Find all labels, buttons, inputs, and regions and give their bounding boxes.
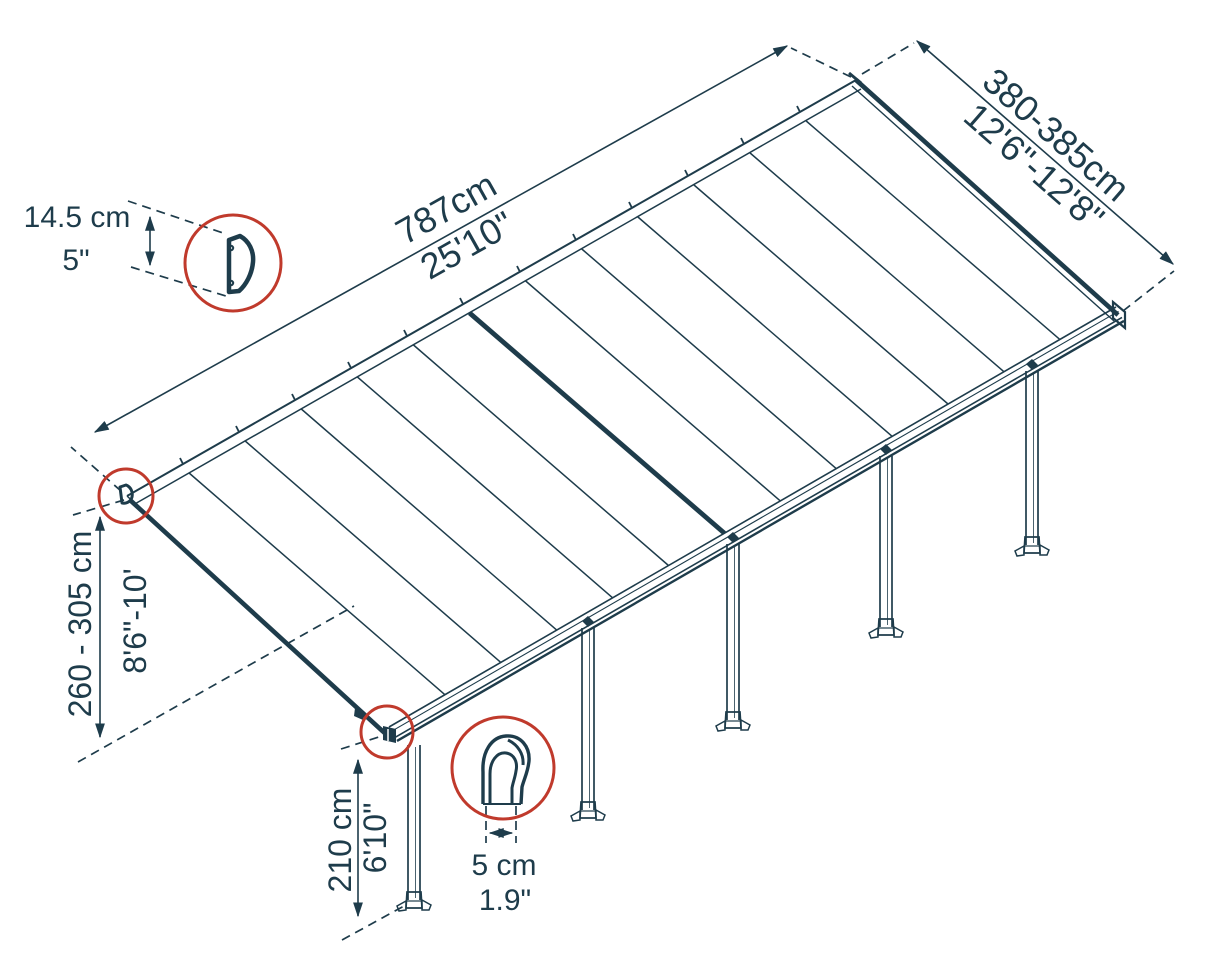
- label-post-width-metric: 5 cm: [471, 849, 536, 882]
- post-foot: [715, 711, 751, 732]
- dimension-labels: 14.5 cm 5" 787cm 25'10" 380-385cm 12'6"-…: [24, 60, 1138, 917]
- support-post: [715, 532, 751, 732]
- dim-line-length: [93, 45, 789, 433]
- label-clearance-height-metric: 210 cm: [322, 788, 358, 893]
- roof-panel-divider: [749, 152, 1005, 373]
- callout-left-corner: [97, 467, 155, 525]
- callout-gutter-profile: [183, 213, 283, 313]
- roof-panel-divider: [188, 472, 446, 696]
- label-attach-height-imperial: 8'6"-10': [117, 568, 153, 673]
- support-post: [868, 444, 904, 639]
- post-foot: [570, 801, 606, 822]
- ground-line-back: [77, 605, 355, 763]
- roof-panel-divider: [300, 408, 558, 631]
- support-post: [570, 616, 606, 822]
- post-profile-icon: [481, 734, 531, 805]
- gutter-beam: [354, 299, 1127, 743]
- callout-post-profile: [450, 715, 556, 821]
- post-foot: [868, 618, 904, 639]
- support-posts: [396, 359, 1050, 912]
- roof-panel-divider: [693, 184, 949, 405]
- roof-panel-divider: [637, 216, 893, 437]
- callout-gutter-end: [359, 704, 415, 760]
- left-rafter: [126, 495, 391, 739]
- label-clearance-height-imperial: 6'10": [357, 803, 393, 874]
- gutter-end-cap-right: [1111, 299, 1127, 331]
- dimension-lines: [93, 40, 1174, 918]
- roof-panel-divider: [356, 376, 614, 599]
- roof-structure: [126, 71, 1127, 743]
- label-profile-height-metric: 14.5 cm: [24, 201, 131, 234]
- post-foot: [1014, 536, 1050, 557]
- rafter-gutter-bracket: [354, 708, 365, 720]
- label-attach-height-metric: 260 - 305 cm: [62, 531, 98, 718]
- gutter-end-cap-left: [383, 726, 396, 743]
- gutter-profile-corner-icon: [118, 483, 134, 505]
- gutter-profile-icon: [226, 233, 256, 295]
- roof-panel-divider: [525, 280, 781, 502]
- detail-callouts: [97, 213, 556, 821]
- ground-line-front: [341, 905, 405, 941]
- post-foot: [396, 891, 432, 912]
- support-post: [396, 745, 432, 912]
- roof-panel-divider: [413, 344, 669, 567]
- roof-panel-divider-center: [468, 311, 726, 536]
- dim-line-width: [916, 40, 1174, 265]
- roof-panel-divider: [244, 440, 502, 663]
- label-post-width-imperial: 1.9": [479, 884, 531, 917]
- support-post: [1014, 359, 1050, 557]
- roof-panel-divider: [581, 248, 837, 470]
- extension-lines: [70, 42, 1175, 941]
- label-profile-height-imperial: 5": [62, 244, 89, 277]
